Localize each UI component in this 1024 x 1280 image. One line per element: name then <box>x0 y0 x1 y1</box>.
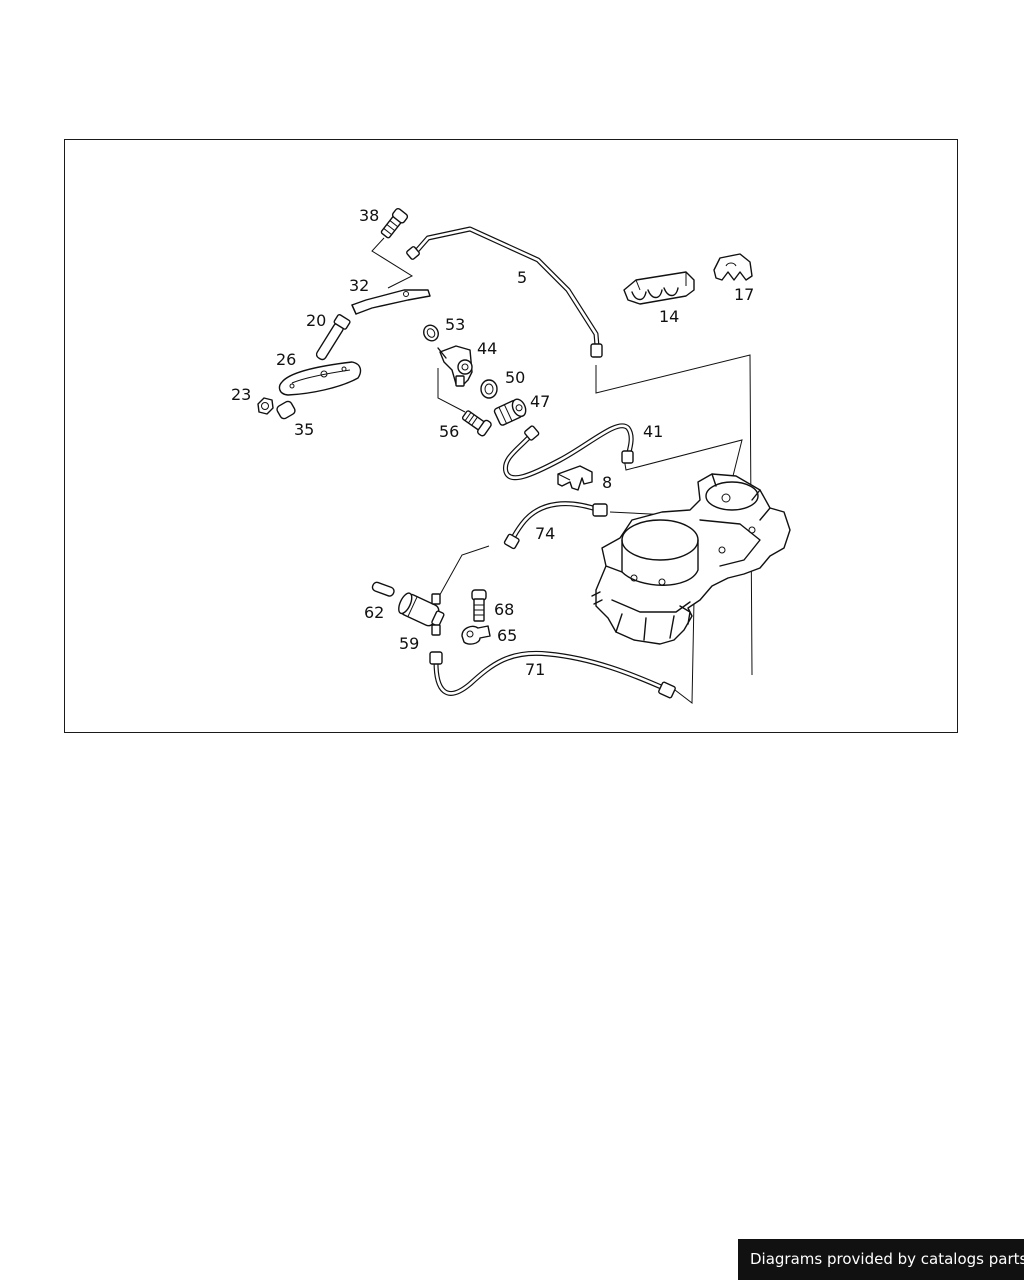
label-26: 26 <box>276 350 296 369</box>
label-20: 20 <box>306 311 326 330</box>
part-5-pipe <box>406 226 603 358</box>
part-65-clamp <box>461 625 491 645</box>
part-35-sleeve <box>276 400 296 420</box>
label-53: 53 <box>445 315 465 334</box>
part-17-clip <box>713 253 753 281</box>
label-32: 32 <box>349 276 369 295</box>
label-68: 68 <box>494 600 514 619</box>
part-53-ring <box>423 324 439 342</box>
label-17: 17 <box>734 285 754 304</box>
part-26-plate <box>278 361 362 396</box>
part-59-regulator <box>398 592 445 636</box>
part-74-pipe <box>503 501 608 550</box>
diagram-frame <box>64 139 958 733</box>
label-50: 50 <box>505 368 525 387</box>
label-65: 65 <box>497 626 517 645</box>
leader-lines <box>371 237 753 704</box>
part-20-rod <box>315 313 351 361</box>
main-brake-unit <box>591 473 791 645</box>
label-56: 56 <box>439 422 459 441</box>
label-44: 44 <box>477 339 497 358</box>
credit-badge: Diagrams provided by catalogs parts <box>738 1239 1024 1280</box>
label-59: 59 <box>399 634 419 653</box>
label-74: 74 <box>535 524 555 543</box>
label-71: 71 <box>525 660 545 679</box>
label-62: 62 <box>364 603 384 622</box>
part-32-bracket <box>351 289 431 315</box>
part-44-valve <box>437 345 473 387</box>
part-38-bolt <box>380 208 409 239</box>
part-labels: 38 5 32 14 17 20 53 26 44 50 23 47 35 56… <box>231 206 754 679</box>
label-14: 14 <box>659 307 679 326</box>
part-68-bolt <box>471 589 487 622</box>
part-50-washer <box>480 379 498 399</box>
label-35: 35 <box>294 420 314 439</box>
part-62-pin <box>371 581 395 597</box>
part-56-bolt <box>461 410 492 437</box>
part-8-clip <box>557 465 593 491</box>
part-71-pipe <box>429 650 676 699</box>
part-41-pipe <box>502 423 634 481</box>
label-41: 41 <box>643 422 663 441</box>
label-38: 38 <box>359 206 379 225</box>
part-23-nut <box>257 397 274 415</box>
label-5: 5 <box>517 268 527 287</box>
label-47: 47 <box>530 392 550 411</box>
part-14-clip <box>623 271 695 305</box>
label-8: 8 <box>602 473 612 492</box>
label-23: 23 <box>231 385 251 404</box>
part-47-fitting <box>493 398 527 426</box>
